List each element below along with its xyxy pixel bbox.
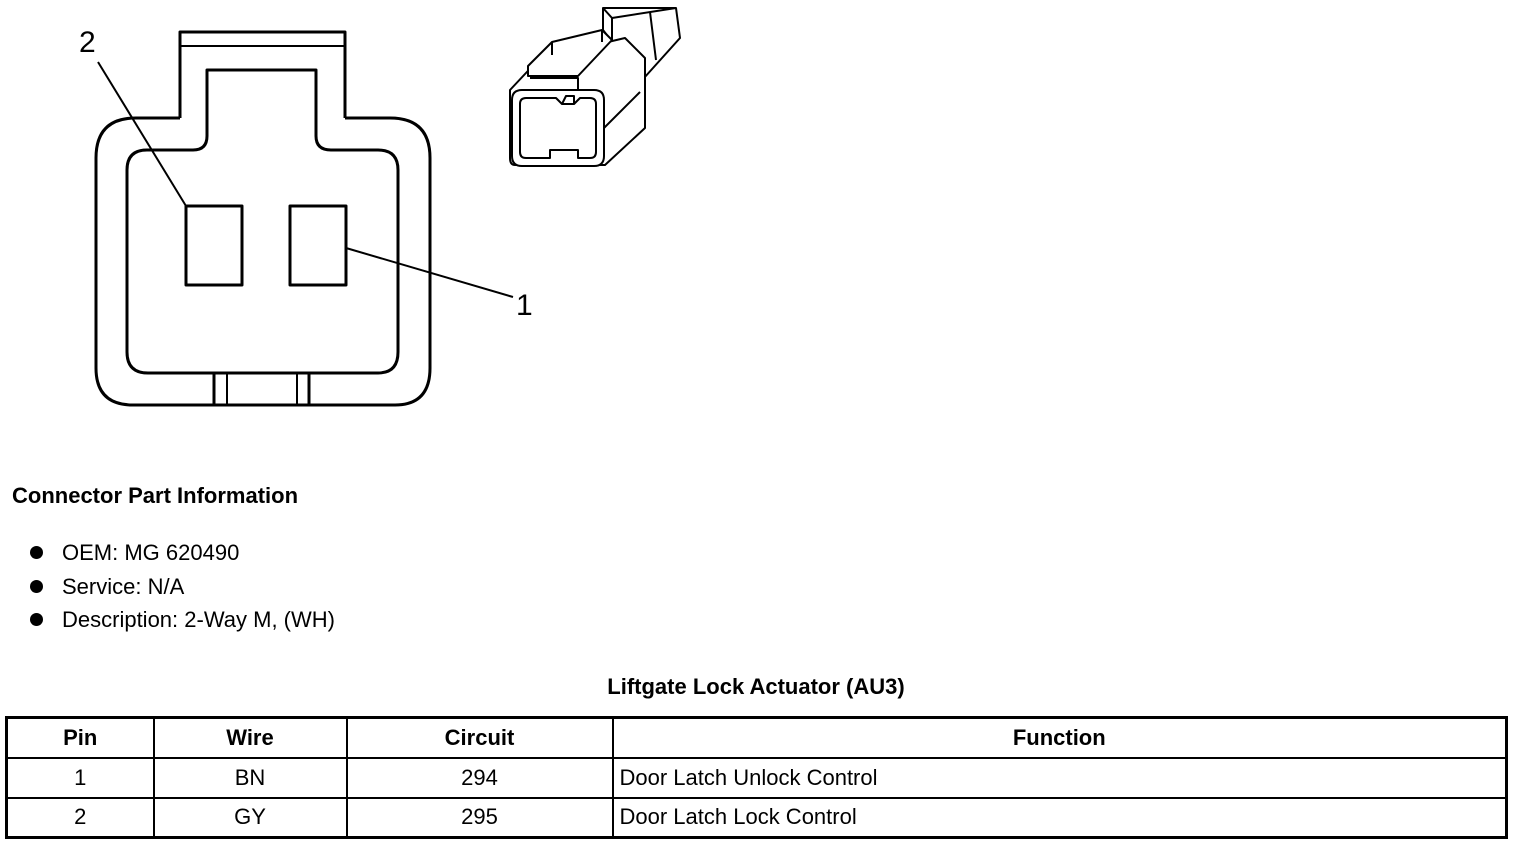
info-item-text: OEM: MG 620490 (62, 540, 240, 565)
connector-body-inner (125, 135, 400, 375)
leader-line-pin-1 (345, 247, 514, 298)
connector-face-diagram: 2 1 (79, 7, 681, 407)
cell-function: Door Latch Lock Control (611, 796, 1508, 839)
bullet-icon (30, 613, 43, 627)
info-item-oem: OEM: MG 620490 (30, 536, 335, 570)
header-circuit: Circuit (345, 716, 614, 759)
cell-pin: 1 (5, 756, 155, 799)
cell-circuit: 294 (345, 756, 614, 799)
pin-table: Pin Wire Circuit Function 1 BN 294 Door … (5, 716, 1508, 839)
info-item-text: Description: 2-Way M, (WH) (62, 607, 335, 632)
table-header-row: Pin Wire Circuit Function (5, 716, 1508, 759)
info-item-service: Service: N/A (30, 570, 335, 604)
cell-circuit: 295 (345, 796, 614, 839)
terminal-pin-1 (288, 204, 348, 287)
table-row: 1 BN 294 Door Latch Unlock Control (5, 756, 1508, 799)
connector-part-info-title: Connector Part Information (12, 483, 299, 508)
bullet-icon (30, 579, 43, 593)
connector-info-list: OEM: MG 620490 Service: N/A Description:… (30, 536, 335, 637)
header-function: Function (611, 716, 1508, 759)
connector-body-outer (94, 116, 432, 407)
bullet-icon (30, 546, 43, 560)
cell-wire: GY (152, 796, 348, 839)
latch-slot (205, 68, 318, 136)
pin-label-2: 2 (79, 26, 96, 59)
header-wire: Wire (152, 716, 348, 759)
cell-pin: 2 (5, 796, 155, 839)
terminal-pin-2 (184, 204, 244, 287)
cell-function: Door Latch Unlock Control (611, 756, 1508, 799)
info-item-description: Description: 2-Way M, (WH) (30, 603, 335, 637)
table-row: 2 GY 295 Door Latch Lock Control (5, 796, 1508, 839)
latch-tab (178, 30, 347, 118)
leader-line-pin-2 (97, 61, 187, 207)
connector-isometric-icon (509, 7, 681, 167)
cell-wire: BN (152, 756, 348, 799)
table-title: Liftgate Lock Actuator (AU3) (607, 674, 905, 699)
info-item-text: Service: N/A (62, 573, 185, 599)
header-pin: Pin (5, 716, 155, 759)
pin-label-1: 1 (516, 289, 533, 322)
